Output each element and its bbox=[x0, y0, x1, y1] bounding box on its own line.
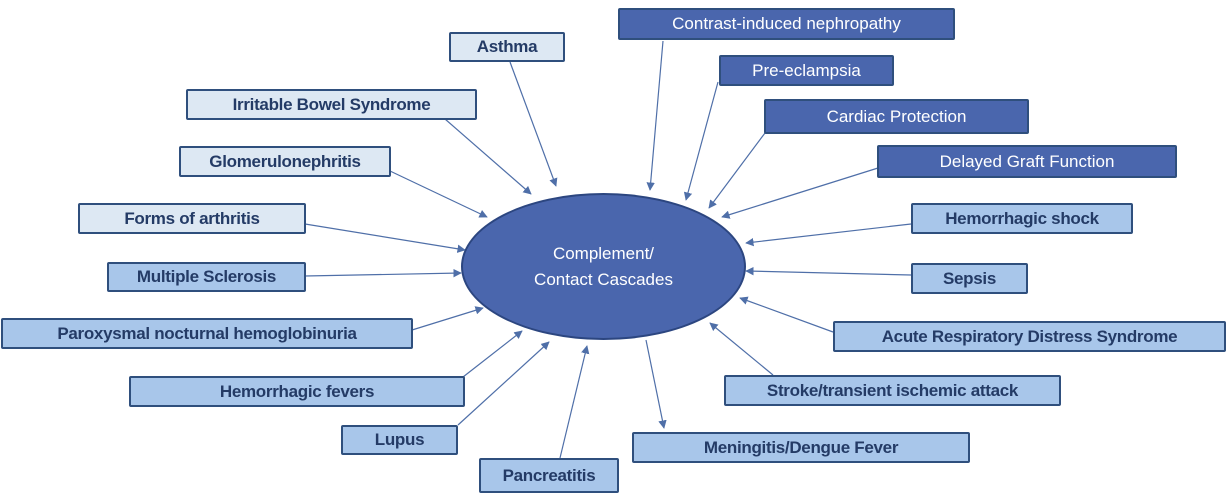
arrow-arthritis bbox=[304, 223, 466, 253]
node-glomerulonephritis: Glomerulonephritis bbox=[179, 146, 391, 177]
arrow-lupus bbox=[457, 341, 550, 426]
node-multiple-sclerosis: Multiple Sclerosis bbox=[107, 262, 306, 292]
arrow-contrast bbox=[646, 40, 664, 191]
center-node-complement-contact-cascades: Complement/ Contact Cascades bbox=[461, 193, 746, 340]
node-irritable-bowel-syndrome: Irritable Bowel Syndrome bbox=[186, 89, 477, 120]
node-lupus: Lupus bbox=[341, 425, 458, 455]
node-acute-respiratory-distress-syndrome: Acute Respiratory Distress Syndrome bbox=[833, 321, 1226, 352]
arrow-pnh bbox=[411, 306, 484, 331]
arrow-cardiac bbox=[708, 132, 766, 209]
arrow-stroke bbox=[709, 322, 774, 376]
node-hemorrhagic-shock: Hemorrhagic shock bbox=[911, 203, 1133, 234]
arrow-hemorrhagic-shock bbox=[745, 223, 912, 247]
center-label-line1: Complement/ bbox=[552, 243, 655, 263]
node-cardiac-protection: Cardiac Protection bbox=[764, 99, 1029, 134]
arrow-ibs bbox=[444, 118, 532, 195]
arrow-pancreatitis bbox=[559, 345, 590, 459]
arrow-preeclampsia bbox=[683, 81, 719, 201]
arrow-glomerulonephritis bbox=[389, 170, 488, 218]
node-sepsis: Sepsis bbox=[911, 263, 1028, 294]
arrow-ms bbox=[304, 268, 462, 278]
node-paroxysmal-nocturnal-hemoglobinuria: Paroxysmal nocturnal hemoglobinuria bbox=[1, 318, 413, 349]
arrow-hemorrhagic-fevers bbox=[462, 330, 523, 378]
arrow-sepsis bbox=[745, 266, 912, 276]
node-meningitis-dengue-fever: Meningitis/Dengue Fever bbox=[632, 432, 970, 463]
node-asthma: Asthma bbox=[449, 32, 565, 62]
node-hemorrhagic-fevers: Hemorrhagic fevers bbox=[129, 376, 465, 407]
node-pre-eclampsia: Pre-eclampsia bbox=[719, 55, 894, 86]
arrow-meningitis bbox=[645, 339, 667, 429]
arrow-ards bbox=[739, 296, 834, 333]
node-pancreatitis: Pancreatitis bbox=[479, 458, 619, 493]
node-contrast-induced-nephropathy: Contrast-induced nephropathy bbox=[618, 8, 955, 40]
arrow-delayed-graft bbox=[721, 167, 879, 219]
node-delayed-graft-function: Delayed Graft Function bbox=[877, 145, 1177, 178]
center-label-line2: Contact Cascades bbox=[534, 269, 673, 289]
arrow-asthma bbox=[509, 61, 558, 187]
node-stroke-transient-ischemic-attack: Stroke/transient ischemic attack bbox=[724, 375, 1061, 406]
node-forms-of-arthritis: Forms of arthritis bbox=[78, 203, 306, 234]
